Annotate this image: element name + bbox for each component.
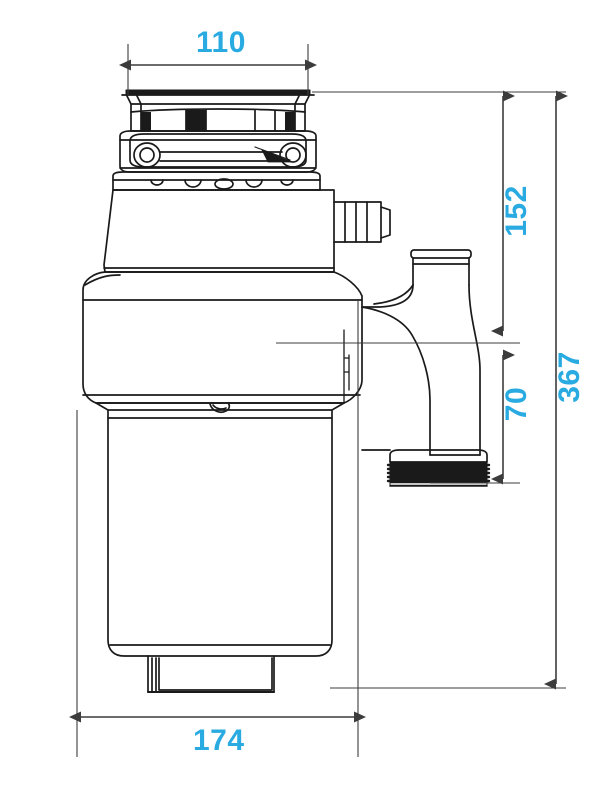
- mounting-flange-assembly: [119, 89, 317, 173]
- dimension-label-174: 174: [193, 724, 245, 757]
- extension-lines: [76, 44, 566, 757]
- dishwasher-inlet-port: [333, 201, 391, 243]
- dimension-label-110: 110: [196, 26, 246, 59]
- discharge-elbow: [361, 249, 491, 487]
- product-outline: [82, 89, 491, 693]
- lower-housing: [95, 402, 345, 657]
- dimension-label-70: 70: [500, 386, 533, 422]
- dimension-label-367: 367: [553, 351, 586, 403]
- main-body: [82, 271, 363, 404]
- dimension-lines: [69, 59, 568, 723]
- dimension-label-152: 152: [500, 185, 533, 237]
- upper-housing: [103, 171, 335, 273]
- bottom-outlet-boss: [147, 655, 275, 693]
